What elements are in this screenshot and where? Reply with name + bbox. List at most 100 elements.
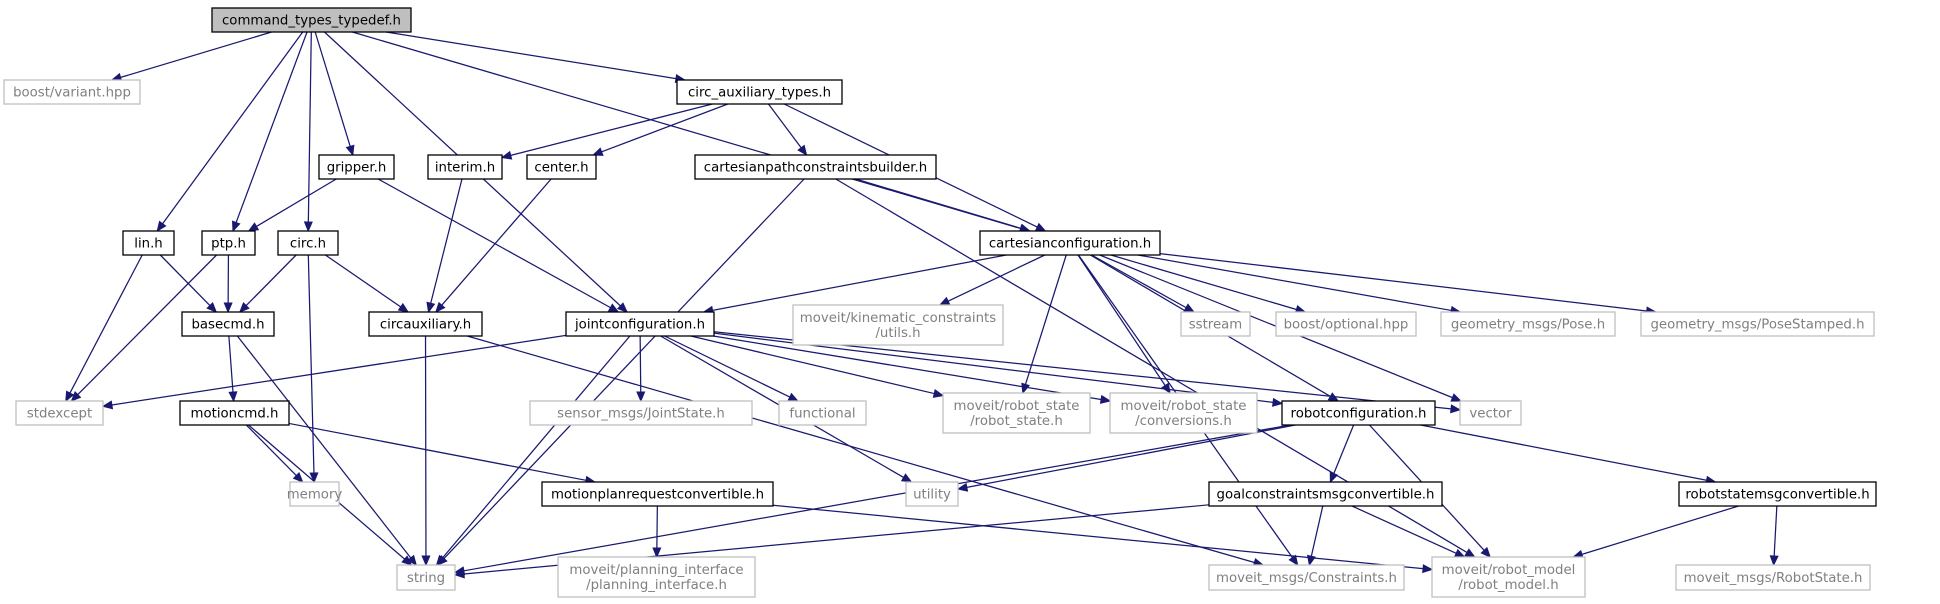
edge-motioncmd-to-memory <box>245 424 304 483</box>
arrowhead <box>303 221 313 233</box>
node-circ[interactable]: circ.h <box>277 230 339 256</box>
node-box <box>792 304 1004 346</box>
arrowhead <box>228 391 238 403</box>
node-box <box>676 79 843 105</box>
edge-circ-to-memory <box>307 254 319 484</box>
node-label: ptp.h <box>211 237 246 252</box>
edge-rsmc-to-mm_rstate <box>1769 505 1779 567</box>
arrowhead <box>435 554 447 566</box>
arrowhead <box>421 555 431 567</box>
node-box <box>541 481 774 507</box>
node-robot_model: moveit/robot_model/robot_model.h <box>1431 556 1586 598</box>
edge-gripper-to-ptp <box>247 178 337 232</box>
arrowhead <box>787 392 800 402</box>
node-motioncmd[interactable]: motioncmd.h <box>179 400 290 426</box>
edge-circ-to-circauxh <box>325 254 410 313</box>
node-gripper[interactable]: gripper.h <box>318 154 395 180</box>
node-label: vector <box>1469 407 1512 422</box>
node-label: memory <box>287 488 343 503</box>
arrowhead <box>797 144 808 157</box>
arrowhead <box>292 472 304 483</box>
node-root[interactable]: command_types_typedef.h <box>211 7 412 33</box>
node-robotconf[interactable]: robotconfiguration.h <box>1281 400 1436 426</box>
edge-root-to-circ <box>303 31 313 233</box>
edge-cpcb-to-string <box>436 178 805 566</box>
node-label: geometry_msgs/PoseStamped.h <box>1650 318 1864 333</box>
node-ptp[interactable]: ptp.h <box>201 230 256 256</box>
node-functional: functional <box>778 400 867 426</box>
node-lin[interactable]: lin.h <box>122 230 175 256</box>
edge-root-to-gripper <box>314 31 355 157</box>
arrowhead <box>900 473 913 483</box>
node-label: sensor_msgs/JointState.h <box>557 407 725 422</box>
node-box <box>905 481 959 507</box>
arrowhead <box>453 569 465 579</box>
node-box <box>427 154 503 180</box>
node-rconv: moveit/robot_state/conversions.h <box>1109 392 1258 434</box>
node-label: robotconfiguration.h <box>1291 407 1427 422</box>
arrowhead <box>223 302 233 314</box>
edge-lin-to-basecmd <box>159 254 218 313</box>
arrowhead <box>232 220 241 233</box>
node-rstate: moveit/robot_state/robot_state.h <box>942 392 1091 434</box>
node-cartconf[interactable]: cartesianconfiguration.h <box>979 230 1161 256</box>
node-label: circauxiliary.h <box>380 318 471 333</box>
edge-circ-to-basecmd <box>238 254 297 313</box>
edge-root-to-circ_aux_t <box>386 31 687 83</box>
arrowhead <box>1450 404 1462 414</box>
edge-gcmc-to-robot_model <box>1351 505 1466 558</box>
arrowhead <box>156 220 167 233</box>
node-box <box>529 400 753 426</box>
node-box <box>557 556 756 598</box>
arrowhead <box>1453 548 1466 558</box>
arrowhead <box>1021 382 1030 395</box>
node-label: circ_auxiliary_types.h <box>688 86 831 101</box>
node-label: boost/optional.hpp <box>1284 318 1409 333</box>
nodes-layer: command_types_typedef.h boost/variant.hpp… <box>3 7 1877 598</box>
edge-robotconf-to-rsmc <box>1420 424 1717 485</box>
arrowhead <box>1034 222 1047 232</box>
node-box <box>211 7 412 33</box>
edge-root-to-boost_var <box>110 31 272 82</box>
node-center[interactable]: center.h <box>526 154 597 180</box>
edge-cartconf-to-geo_pstamp <box>1159 252 1657 316</box>
node-box <box>396 564 456 591</box>
arrowhead <box>1769 555 1779 567</box>
node-label: sstream <box>1189 318 1243 333</box>
arrowhead <box>1464 548 1476 558</box>
node-boost_var: boost/variant.hpp <box>3 79 141 105</box>
node-label: functional <box>789 407 855 422</box>
node-label: moveit/kinematic_constraints <box>800 311 996 326</box>
edge-circauxh-to-string <box>421 335 431 567</box>
node-label: command_types_typedef.h <box>222 14 401 29</box>
node-label: center.h <box>534 161 588 176</box>
edge-cartconf-to-kin_utils <box>938 254 1046 306</box>
node-basecmd[interactable]: basecmd.h <box>181 311 275 337</box>
node-gcmc[interactable]: goalconstraintsmsgconvertible.h <box>1208 481 1443 507</box>
arrowhead <box>591 147 604 156</box>
node-label: string <box>407 571 445 586</box>
node-label: geometry_msgs/Pose.h <box>1451 318 1605 333</box>
arrowhead <box>401 555 413 566</box>
edge-basecmd-to-motioncmd <box>228 335 238 403</box>
node-jointconf[interactable]: jointconfiguration.h <box>565 311 715 337</box>
node-mprc[interactable]: motionplanrequestconvertible.h <box>541 481 774 507</box>
node-box <box>181 311 275 337</box>
edge-jointconf-to-sensor_js <box>636 335 646 403</box>
edge-robotconf-to-gcmc <box>1329 424 1355 484</box>
node-circauxh[interactable]: circauxiliary.h <box>368 311 483 337</box>
node-box <box>1431 556 1586 598</box>
node-circ_aux_t[interactable]: circ_auxiliary_types.h <box>676 79 843 105</box>
edge-mprc-to-robot_model <box>772 504 1434 574</box>
edge-cartconf-to-rconv <box>1077 254 1171 395</box>
node-rsmc[interactable]: robotstatemsgconvertible.h <box>1678 481 1877 507</box>
node-cpcb[interactable]: cartesianpathconstraintsbuilder.h <box>694 154 937 180</box>
arrowhead <box>1288 554 1299 567</box>
node-interim[interactable]: interim.h <box>427 154 503 180</box>
node-label: moveit/robot_state <box>1121 399 1247 414</box>
edge-ptp-to-basecmd <box>223 254 233 314</box>
arrowhead <box>345 144 355 157</box>
node-label: motioncmd.h <box>191 407 279 422</box>
arrowhead <box>652 547 662 559</box>
node-box <box>979 230 1161 256</box>
